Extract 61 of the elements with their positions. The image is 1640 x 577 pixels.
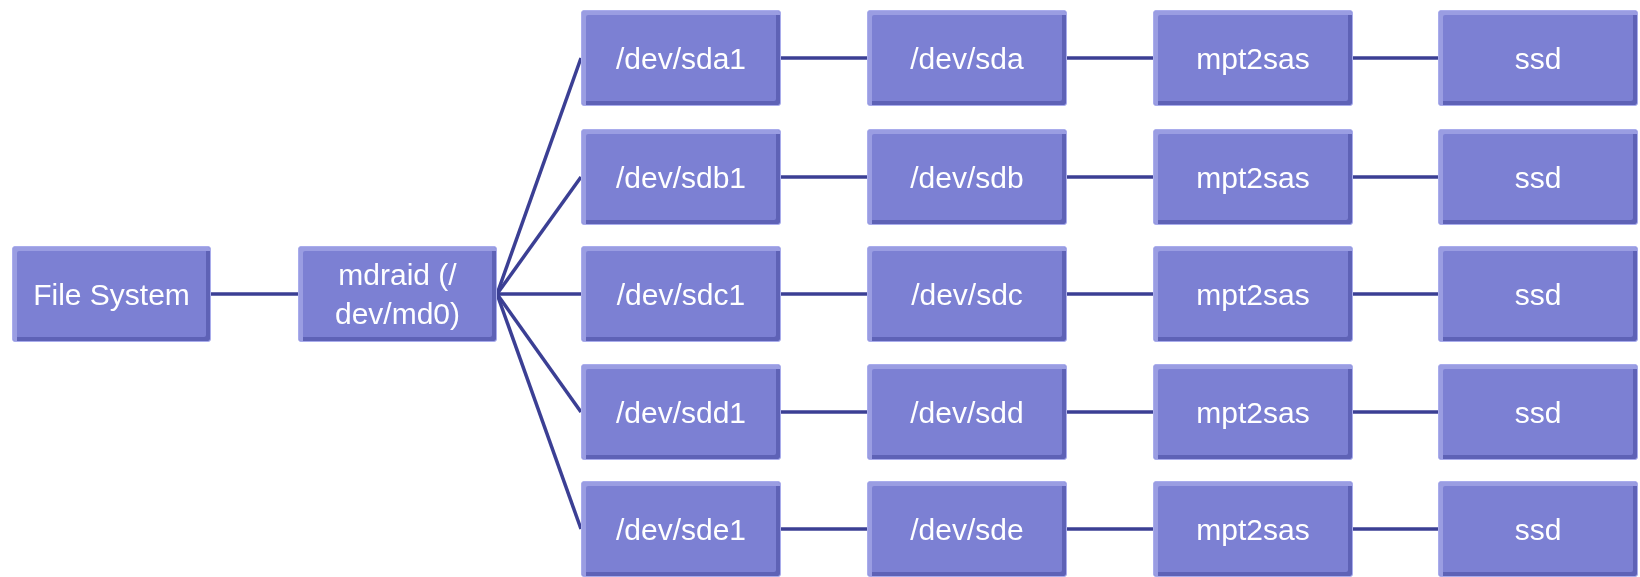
connector-line [1353, 527, 1438, 531]
box-label: mpt2sas [1196, 40, 1310, 77]
connector-line [1353, 292, 1438, 296]
device-box [12, 246, 211, 342]
connector-line [781, 292, 867, 296]
device-box [581, 129, 781, 225]
device-box [1438, 364, 1638, 460]
box-label: ssd [1514, 511, 1562, 548]
box-label: /dev/sde1 [615, 511, 747, 548]
device-box [867, 10, 1067, 106]
device-box [298, 246, 497, 342]
device-box [1438, 246, 1638, 342]
connector-line [1067, 527, 1153, 531]
device-box [867, 481, 1067, 577]
connector-line [1353, 175, 1438, 179]
box-label: /dev/sdd [910, 394, 1024, 431]
box-label: ssd [1514, 40, 1562, 77]
connector-line [497, 292, 581, 296]
device-box [581, 246, 781, 342]
device-box [1153, 129, 1353, 225]
box-label: /dev/sdb [910, 159, 1024, 196]
device-box [581, 10, 781, 106]
device-box [867, 246, 1067, 342]
box-label: /dev/sda [910, 40, 1024, 77]
device-box [1438, 10, 1638, 106]
box-label: /dev/sdb1 [615, 159, 747, 196]
device-box [1153, 364, 1353, 460]
box-label: /dev/sdc1 [616, 276, 746, 313]
connector-line [1067, 56, 1153, 60]
box-label: ssd [1514, 276, 1562, 313]
box-label: mpt2sas [1196, 276, 1310, 313]
device-box [1153, 246, 1353, 342]
connector-line [1067, 175, 1153, 179]
box-label: mpt2sas [1196, 394, 1310, 431]
device-box [1153, 481, 1353, 577]
connector-line [781, 410, 867, 414]
device-box [867, 129, 1067, 225]
connector-line [781, 56, 867, 60]
device-box [1153, 10, 1353, 106]
connector-line [1353, 56, 1438, 60]
box-label: mpt2sas [1196, 511, 1310, 548]
box-label: mpt2sas [1196, 159, 1310, 196]
device-box [867, 364, 1067, 460]
box-label: /dev/sdd1 [615, 394, 747, 431]
box-label: /dev/sdc [911, 276, 1023, 313]
device-box [1438, 129, 1638, 225]
device-box [581, 364, 781, 460]
connector-line [1067, 292, 1153, 296]
connector-line [781, 175, 867, 179]
box-label: File System [33, 276, 190, 313]
device-box [581, 481, 781, 577]
device-box [1438, 481, 1638, 577]
box-label: /dev/sde [910, 511, 1024, 548]
connector-line [1067, 410, 1153, 414]
box-label: mdraid (/ dev/md0) [333, 257, 462, 332]
box-label: ssd [1514, 159, 1562, 196]
connector-line [1353, 410, 1438, 414]
box-label: /dev/sda1 [615, 40, 747, 77]
connector-line [781, 527, 867, 531]
box-label: ssd [1514, 394, 1562, 431]
connector-line [211, 292, 298, 296]
